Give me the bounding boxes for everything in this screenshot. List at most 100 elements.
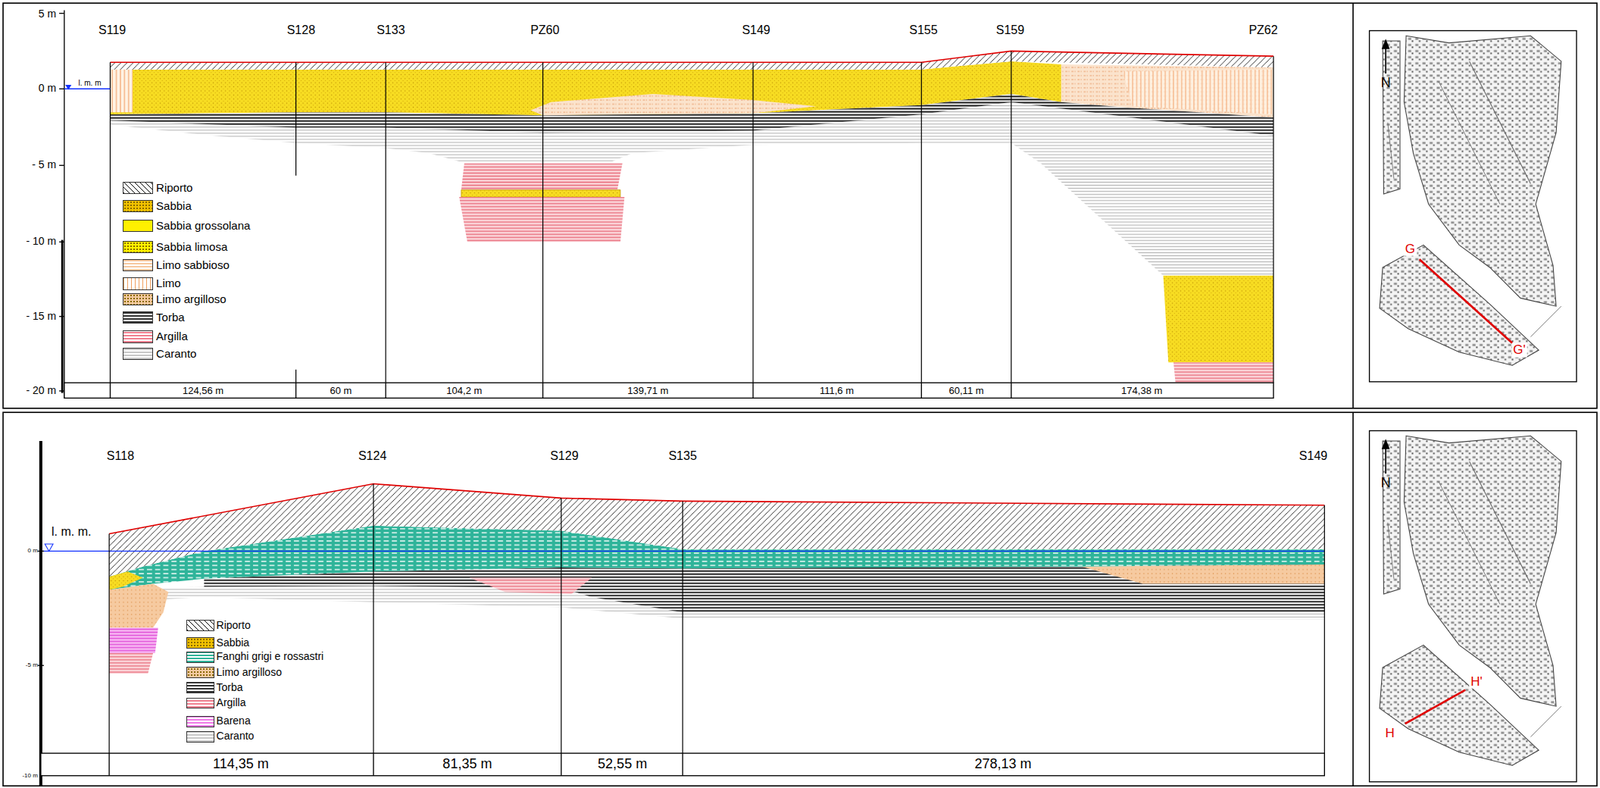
borehole-line-part [295, 62, 297, 176]
section-label: 124,56 m [182, 385, 224, 397]
panel-frame-part [1352, 412, 1354, 786]
depth-axis-part [39, 440, 43, 786]
depth-axis-part [37, 550, 44, 552]
distance-bar-part [372, 753, 374, 776]
soil-layers-part [461, 163, 623, 191]
section-label: S155 [909, 24, 938, 38]
soil-layers-part [459, 196, 625, 242]
panel-frame-part [1352, 3, 1354, 409]
distance-bar [64, 382, 1274, 398]
legend-text: Limo argilloso [156, 292, 227, 306]
map-label: H [1383, 726, 1396, 741]
distance-bar-part [921, 382, 922, 398]
map-label: G' [1511, 343, 1527, 358]
borehole-line [109, 50, 1274, 383]
soil-layers-part [109, 93, 1274, 136]
section-label: 114,35 m [212, 756, 269, 772]
location-map-part [1369, 30, 1577, 382]
legend-text: Riporto [216, 619, 251, 632]
legend-swatch [186, 715, 214, 728]
depth-axis-part [37, 665, 44, 666]
depth-axis-part [59, 88, 65, 90]
legend-text: Limo argilloso [216, 666, 282, 679]
borehole-line-part [752, 62, 754, 383]
section-label: 0 m [38, 82, 57, 94]
section-label: S149 [1299, 449, 1328, 463]
legend-swatch [186, 619, 214, 632]
borehole-line-part [542, 62, 544, 383]
legend-text: Sabbia limosa [156, 240, 228, 254]
depth-axis-part [59, 165, 65, 166]
location-map-part [1405, 690, 1466, 724]
depth-axis [37, 440, 44, 786]
soil-layers-part [109, 50, 1274, 69]
legend-swatch [122, 293, 154, 306]
water-level-part [65, 84, 72, 91]
legend-swatch [186, 637, 214, 649]
section-label: 52,55 m [597, 756, 647, 772]
legend-text: Caranto [216, 731, 255, 743]
section-label: - 5 m [31, 159, 57, 172]
borehole-line-part [1010, 50, 1012, 383]
legend-text: Fanghi grigi e rossastri [216, 651, 325, 663]
legend-text: Argilla [216, 696, 247, 709]
distance-bar-part [40, 753, 1325, 776]
borehole-line-part [372, 484, 374, 754]
soil-layers-part [109, 484, 1325, 535]
borehole-line-part [1272, 56, 1274, 383]
borehole-line-part [385, 62, 387, 383]
section-label: 139,71 m [627, 385, 669, 397]
distance-bar-part [560, 753, 562, 776]
legend-text: Sabbia [216, 637, 250, 649]
borehole-line-part [681, 500, 683, 754]
borehole-line-part [295, 369, 297, 384]
soil-layers-part [1173, 362, 1274, 383]
soil-layers-part [1163, 275, 1274, 363]
depth-axis-part [59, 12, 65, 14]
distance-bar-part [295, 382, 297, 398]
section-label: PZ60 [530, 24, 560, 38]
section-label: l. m. m [78, 78, 102, 88]
section-label: 81,35 m [442, 756, 492, 772]
soil-layers-part [109, 50, 1274, 63]
legend-text: Limo sabbioso [156, 259, 230, 272]
section-label: PZ62 [1248, 24, 1278, 38]
soil-layers-part [109, 584, 169, 629]
depth-axis-part [63, 10, 65, 399]
distance-bar-part [542, 382, 544, 398]
panel-frame [3, 3, 1597, 786]
section-label: 5 m [38, 8, 57, 20]
distance-bar [40, 753, 1325, 776]
legend-text: Torba [216, 681, 244, 694]
section-label: - 15 m [25, 310, 57, 322]
borehole-line-part [921, 62, 922, 383]
distance-bar-part [1010, 382, 1012, 398]
section-label: 174,38 m [1121, 385, 1163, 397]
location-map-part [1419, 259, 1513, 343]
legend-text: Riporto [156, 181, 193, 195]
legend-swatch [186, 697, 214, 710]
map-label: G [1403, 241, 1417, 257]
section-label: 60,11 m [949, 385, 985, 397]
borehole-line-part [109, 534, 110, 754]
soil-layers [109, 50, 1274, 383]
section-label: S135 [668, 449, 697, 463]
borehole-line-part [1324, 505, 1325, 754]
legend-text: Sabbia [156, 200, 192, 213]
borehole-line [109, 484, 1325, 754]
soil-layers-part [1122, 69, 1274, 115]
soil-layers-part [469, 577, 593, 594]
water-level-part [64, 88, 111, 90]
soil-layers-part [1081, 564, 1325, 585]
location-map-part [1369, 430, 1577, 782]
distance-bar-part [752, 382, 754, 398]
section-label: 111,6 m [819, 385, 854, 397]
soil-layers-part [44, 543, 54, 551]
section-label: - 20 m [25, 384, 57, 397]
legend-swatch [122, 240, 154, 254]
distance-bar-part [109, 382, 111, 398]
legend-swatch [186, 681, 214, 694]
section-label: -5 m [25, 662, 38, 669]
distance-bar-part [108, 753, 110, 776]
